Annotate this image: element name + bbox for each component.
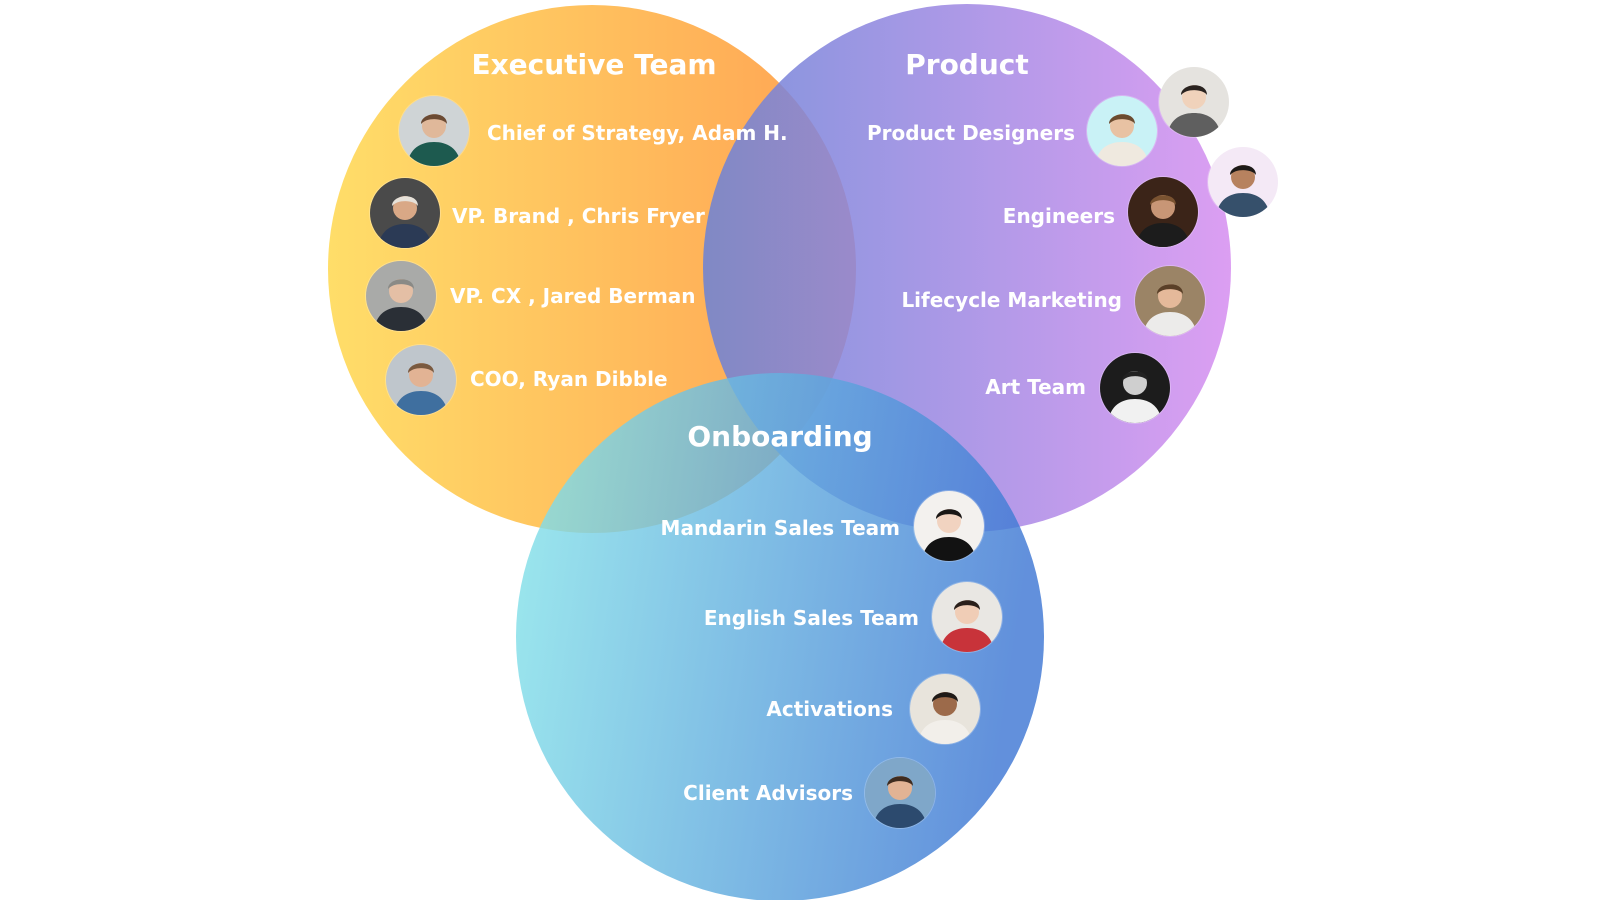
person-icon — [1087, 96, 1157, 166]
person-icon — [1135, 266, 1205, 336]
person-icon — [865, 758, 935, 828]
product-designers-label: Product Designers — [866, 121, 1075, 145]
english-sales-avatar — [932, 582, 1002, 652]
vp-cx-label: VP. CX , Jared Berman — [450, 284, 696, 308]
lifecycle-marketing-avatar — [1135, 266, 1205, 336]
engineer-avatar — [1128, 177, 1198, 247]
mandarin-sales-avatar — [914, 491, 984, 561]
mandarin-sales-label: Mandarin Sales Team — [660, 516, 900, 540]
client-advisors-avatar — [865, 758, 935, 828]
activations-avatar — [910, 674, 980, 744]
person-icon — [914, 491, 984, 561]
activations-label: Activations — [766, 697, 893, 721]
person-icon — [1159, 67, 1229, 137]
engineers-label: Engineers — [1002, 204, 1115, 228]
product-designer-avatar — [1087, 96, 1157, 166]
person-icon — [910, 674, 980, 744]
client-advisors-label: Client Advisors — [683, 781, 853, 805]
person-icon — [370, 178, 440, 248]
person-icon — [399, 96, 469, 166]
chris-avatar — [370, 178, 440, 248]
onboarding-title: Onboarding — [687, 420, 873, 453]
lifecycle-marketing-label: Lifecycle Marketing — [901, 288, 1122, 312]
art-team-label: Art Team — [985, 375, 1086, 399]
engineer-2-avatar — [1208, 147, 1278, 217]
person-icon — [366, 261, 436, 331]
executive-team-title: Executive Team — [471, 48, 717, 81]
jared-avatar — [366, 261, 436, 331]
product-title: Product — [905, 48, 1029, 81]
person-icon — [1100, 353, 1170, 423]
adam-avatar — [399, 96, 469, 166]
art-team-avatar — [1100, 353, 1170, 423]
english-sales-label: English Sales Team — [703, 606, 919, 630]
ryan-avatar — [386, 345, 456, 415]
coo-label: COO, Ryan Dibble — [470, 367, 668, 391]
person-icon — [1128, 177, 1198, 247]
product-designer-2-avatar — [1159, 67, 1229, 137]
vp-brand-label: VP. Brand , Chris Fryer — [452, 204, 705, 228]
person-icon — [386, 345, 456, 415]
person-icon — [1208, 147, 1278, 217]
chief-of-strategy-label: Chief of Strategy, Adam H. — [487, 121, 788, 145]
person-icon — [932, 582, 1002, 652]
